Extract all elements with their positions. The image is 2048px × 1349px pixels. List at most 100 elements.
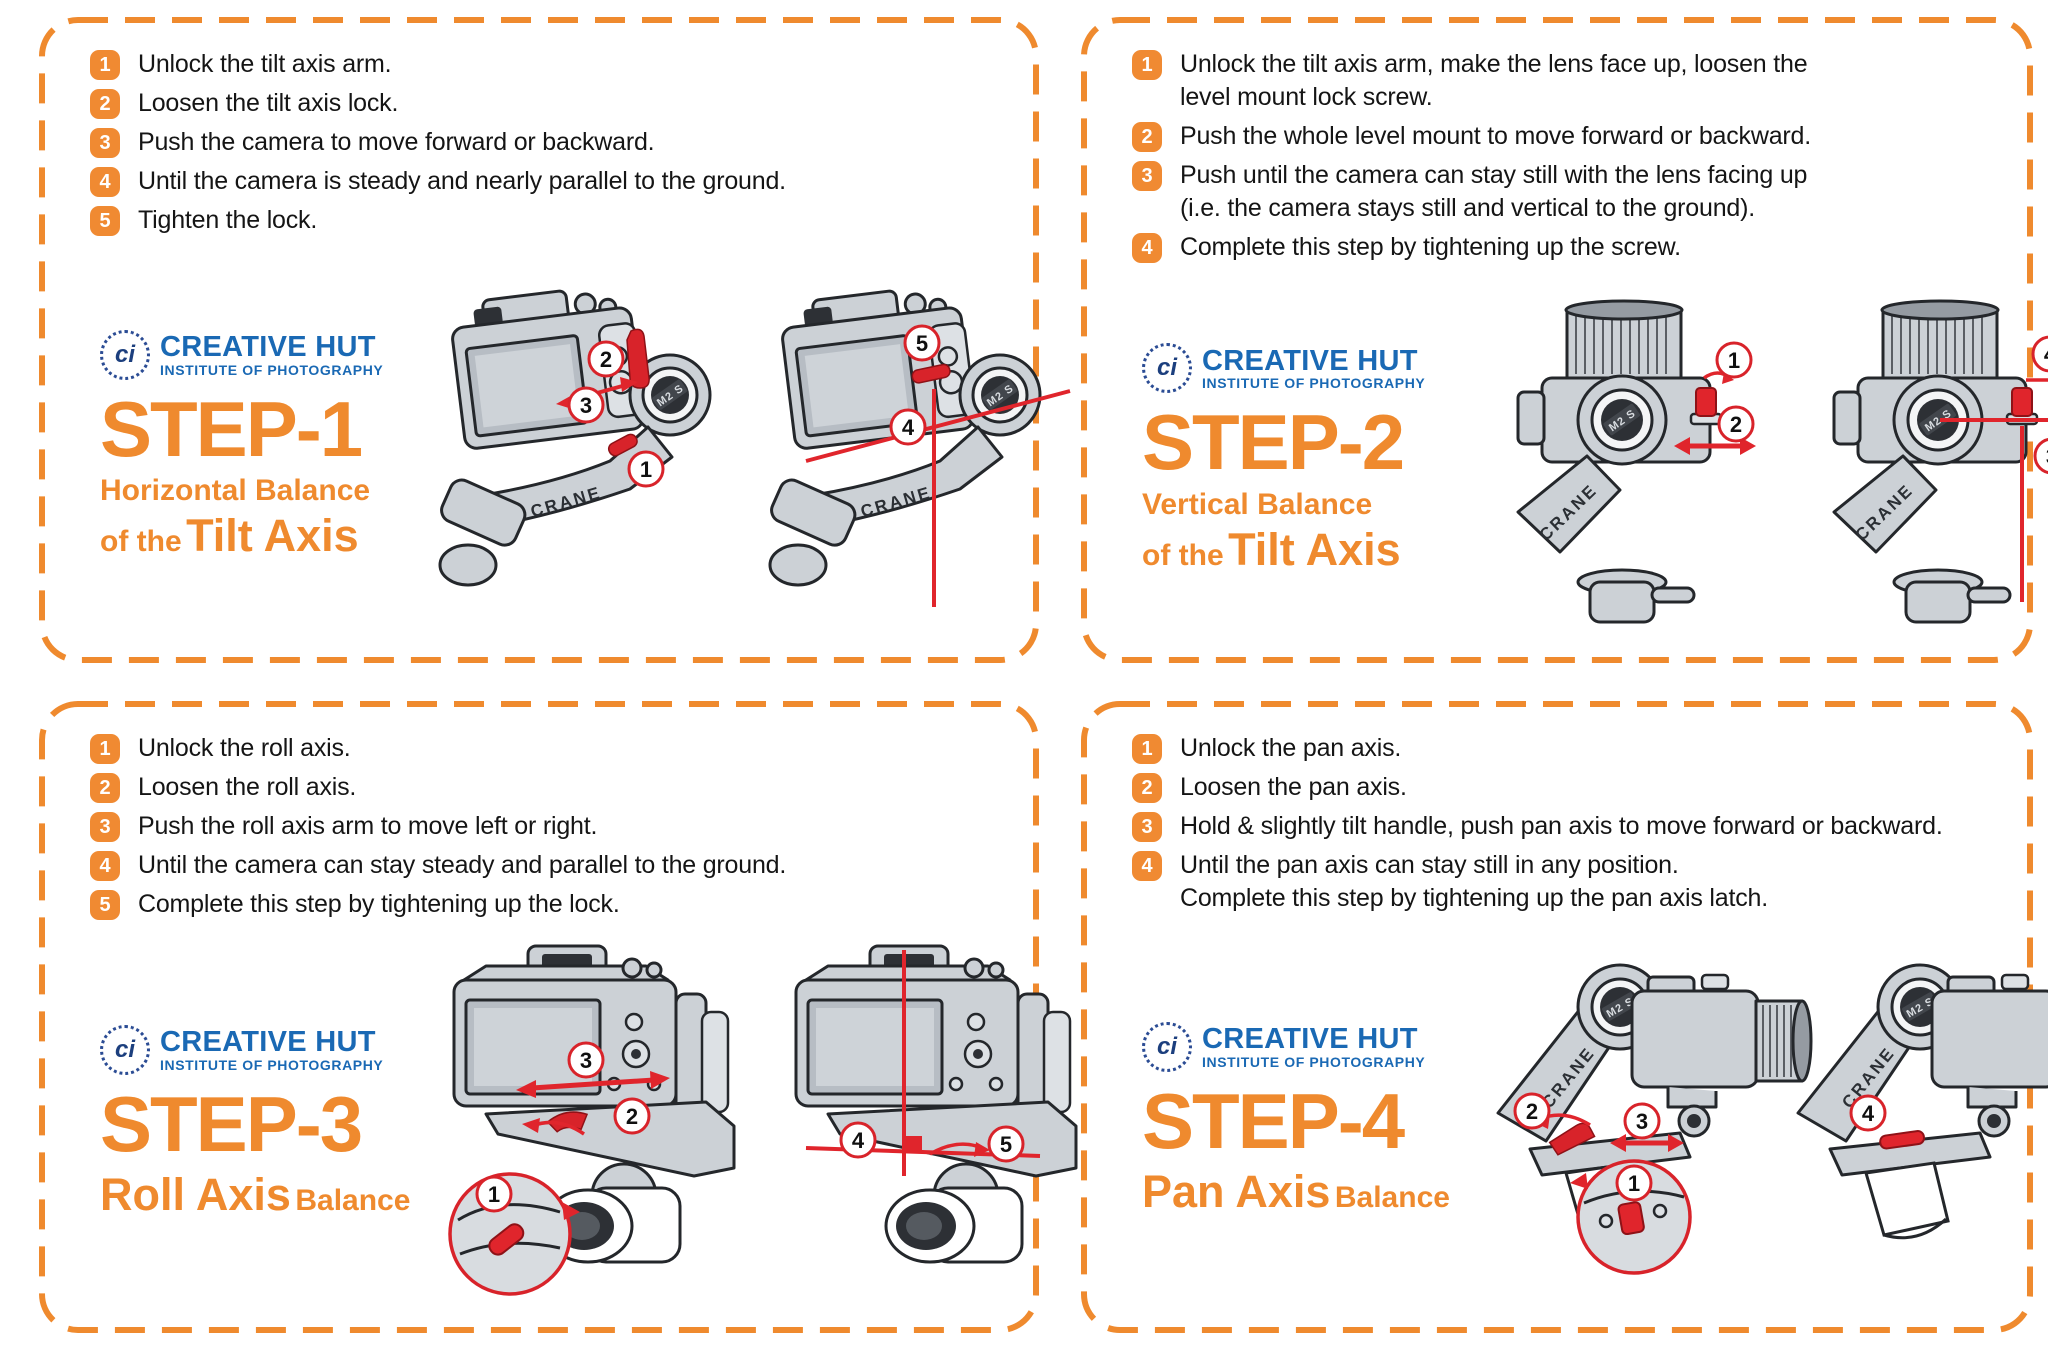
logo-monogram-icon: ci	[100, 1024, 150, 1075]
step-number-badge: 1	[1132, 50, 1162, 80]
brand-name: CREATIVE HUT	[160, 331, 376, 364]
callout-marker: 5	[987, 1125, 1025, 1162]
callout-marker: 4	[1849, 1094, 1887, 1131]
svg-text:1: 1	[488, 1182, 500, 1207]
camera-drawing	[1930, 973, 2048, 1137]
step-text: Tighten the lock.	[138, 206, 318, 234]
step-subtitle: Roll Axis Balance	[100, 1169, 411, 1221]
gimbal-arm: CRANE	[768, 425, 1004, 586]
step-number-badge: 1	[90, 50, 120, 80]
level-mount-lock-screw	[1695, 387, 1717, 417]
pan-lock-switch-zoomed	[1617, 1200, 1645, 1235]
callout-marker: 1	[1715, 341, 1753, 379]
step-number-badge: 4	[1132, 851, 1162, 881]
creative-hut-logo: ci CREATIVE HUT INSTITUTE OF PHOTOGRAPHY	[1142, 343, 1472, 394]
creative-hut-logo: ci CREATIVE HUT INSTITUTE OF PHOTOGRAPHY	[100, 329, 430, 380]
svg-text:3: 3	[2046, 444, 2048, 469]
gimbal-camera-figure-left: M2 S CRANE 2 3 1	[438, 289, 712, 586]
step-number-badge: 5	[90, 890, 120, 920]
step-text: Hold & slightly tilt handle, push pan ax…	[1180, 812, 1943, 840]
callout-marker: 4	[889, 408, 927, 445]
logo-monogram-icon: ci	[1142, 343, 1192, 394]
gimbal-arm: CRANE	[438, 425, 674, 586]
step-number-badge: 3	[1132, 161, 1162, 191]
gimbal-camera-figure-left: M2 S CRANE 1	[1516, 299, 1756, 624]
step-number-badge: 4	[90, 851, 120, 881]
step-heading: STEP-1	[100, 384, 363, 473]
callout-marker: 3	[567, 1041, 605, 1078]
brand-name: CREATIVE HUT	[1202, 344, 1418, 377]
step-heading: STEP-4	[1142, 1076, 1405, 1165]
brand-tagline: INSTITUTE OF PHOTOGRAPHY	[1202, 375, 1426, 392]
svg-text:3: 3	[580, 393, 592, 418]
callout-marker: 2	[1513, 1092, 1551, 1129]
gimbal-illustrations: CRANE M2 S	[1496, 963, 2048, 1275]
steps-list: 1 Unlock the tilt axis arm, make the lens…	[1132, 48, 2004, 270]
brand-name: CREATIVE HUT	[160, 1026, 376, 1059]
tilt-motor-ring: M2 S	[628, 353, 712, 436]
callout-marker: 3	[2033, 437, 2048, 475]
gimbal-camera-figure-left: 2 3 1	[448, 944, 736, 1296]
level-mount-lock-screw	[2011, 387, 2033, 417]
step-item: 3 Hold & slightly tilt handle, push pan a…	[1132, 810, 2004, 843]
brand-tagline: INSTITUTE OF PHOTOGRAPHY	[1202, 1053, 1426, 1070]
brand-tagline: INSTITUTE OF PHOTOGRAPHY	[160, 1056, 384, 1073]
svg-text:1: 1	[1728, 348, 1740, 373]
zoom-inset-circle	[448, 1171, 580, 1296]
callout-marker: 5	[903, 324, 941, 361]
brand-tagline: INSTITUTE OF PHOTOGRAPHY	[160, 361, 384, 378]
step-heading: STEP-3	[100, 1079, 363, 1168]
gimbal-arm: CRANE	[1516, 454, 1696, 624]
step-number-badge: 2	[1132, 122, 1162, 152]
step-subtitle: Vertical Balance of the Tilt Axis	[1142, 487, 1401, 575]
tilt-motor-ring: M2 S	[1576, 374, 1668, 466]
svg-text:2: 2	[600, 347, 612, 372]
roll-lock-lever-zoomed	[488, 1222, 525, 1256]
gimbal-arm: CRANE	[1832, 454, 2012, 624]
creative-hut-logo: ci CREATIVE HUT INSTITUTE OF PHOTOGRAPHY	[100, 1024, 430, 1075]
brand-name: CREATIVE HUT	[1202, 1023, 1418, 1056]
step-number-badge: 2	[1132, 773, 1162, 803]
svg-text:2: 2	[1526, 1099, 1538, 1124]
step-subtitle: Pan Axis Balance	[1142, 1166, 1450, 1218]
svg-text:4: 4	[1862, 1101, 1875, 1126]
handle-drawing	[1864, 1160, 1950, 1239]
pan-axis-latch	[1879, 1129, 1926, 1149]
svg-text:1: 1	[1628, 1171, 1640, 1196]
svg-text:2: 2	[1730, 412, 1742, 437]
step-text: Loosen the pan axis.	[1180, 773, 1407, 801]
step-text: Push until the camera can stay still wit…	[1180, 161, 1808, 189]
step-text: Push the camera to move forward or backw…	[138, 128, 655, 156]
step-text: Complete this step by tightening up the …	[138, 890, 620, 918]
gimbal-illustrations: M2 S CRANE 1	[1516, 299, 2048, 624]
zoom-inset-circle	[1570, 1158, 1692, 1275]
step-item: 5 Complete this step by tightening up the…	[90, 888, 1010, 921]
push-direction-arrow	[531, 1077, 655, 1090]
creative-hut-logo: ci CREATIVE HUT INSTITUTE OF PHOTOGRAPHY	[1142, 1021, 1472, 1072]
step-text: Unlock the tilt axis arm, make the lens …	[1180, 50, 1808, 78]
step-text-continued: (i.e. the camera stays still and vertica…	[1180, 194, 1755, 222]
step-heading: STEP-2	[1142, 398, 1405, 487]
camera-drawing	[452, 944, 730, 1113]
step-number-badge: 2	[90, 773, 120, 803]
step-number-badge: 1	[90, 734, 120, 764]
gimbal-camera-figure-left: CRANE M2 S	[1496, 963, 1813, 1275]
branding-block: ci CREATIVE HUT INSTITUTE OF PHOTOGRAPHY…	[100, 329, 430, 564]
step-number-badge: 3	[1132, 812, 1162, 842]
step-text: Complete this step by tightening up the …	[1180, 233, 1681, 261]
gimbal-illustrations: 2 3 1	[448, 944, 1078, 1296]
pan-axis-arm	[1828, 1131, 1992, 1176]
